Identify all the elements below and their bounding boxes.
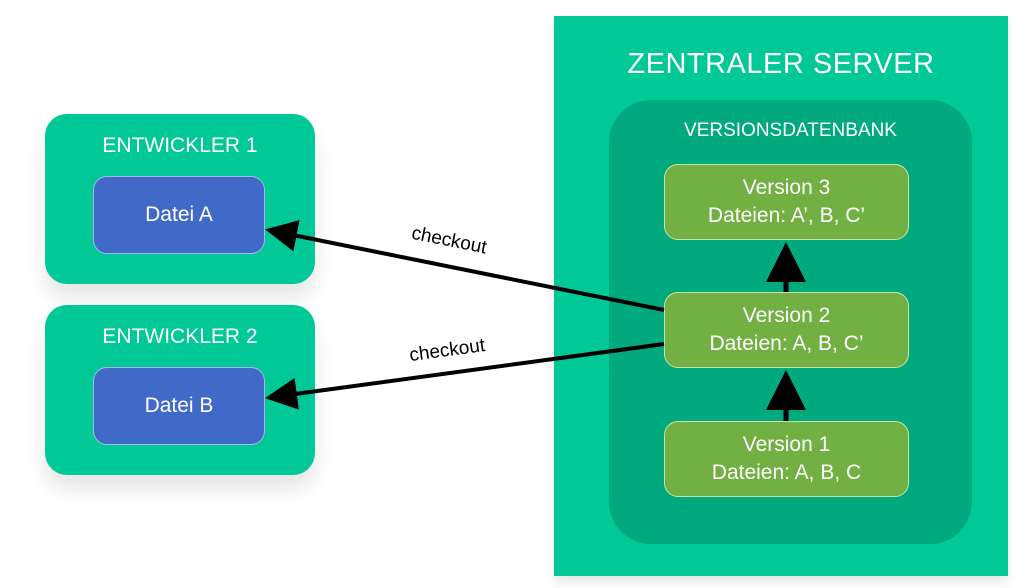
checkout-arrow-developer-1 xyxy=(265,220,665,312)
version-3-name: Version 3 xyxy=(742,176,831,199)
developer-1-title: ENTWICKLER 1 xyxy=(102,134,258,157)
checkout-arrow-developer-2 xyxy=(265,342,665,410)
version-2-files: Dateien: A, B, C’ xyxy=(709,332,864,355)
developer-1-file: Datei A xyxy=(93,176,265,254)
version-2-box: Version 2 Dateien: A, B, C’ xyxy=(664,292,909,368)
version-3-box: Version 3 Dateien: A’, B, C’ xyxy=(664,164,909,240)
version-2-name: Version 2 xyxy=(742,304,831,327)
developer-1-box: ENTWICKLER 1 Datei A xyxy=(45,114,315,284)
checkout-label-1: checkout xyxy=(410,223,489,259)
database-title: VERSIONSDATENBANK xyxy=(684,120,897,141)
version-1-name: Version 1 xyxy=(742,433,831,456)
developer-2-title: ENTWICKLER 2 xyxy=(102,325,258,348)
checkout-label-2: checkout xyxy=(408,335,487,366)
version-1-files: Dateien: A, B, C xyxy=(711,461,862,484)
version-3-files: Dateien: A’, B, C’ xyxy=(707,204,866,227)
version-1-box: Version 1 Dateien: A, B, C xyxy=(664,421,909,497)
developer-2-file: Datei B xyxy=(93,367,265,445)
server-title: ZENTRALER SERVER xyxy=(627,48,935,80)
